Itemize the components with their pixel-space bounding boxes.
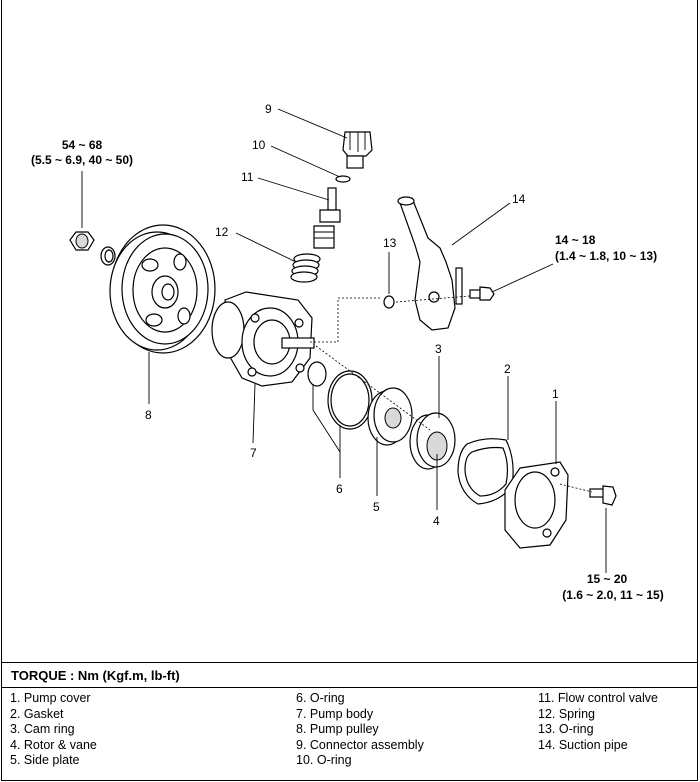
leader-6 xyxy=(312,384,341,454)
side-plate xyxy=(367,387,413,446)
legend-item: 10. O-ring xyxy=(296,753,352,768)
pump-pulley xyxy=(109,224,216,354)
legend-item: 4. Rotor & vane xyxy=(10,737,97,752)
legend-item: 13. O-ring xyxy=(538,722,594,737)
callout-11: 11 xyxy=(241,170,254,184)
o-ring-13 xyxy=(383,295,395,309)
gasket xyxy=(457,438,514,505)
callout-3: 3 xyxy=(435,342,442,356)
leader-7 xyxy=(252,383,256,444)
suction-bolt xyxy=(469,286,495,301)
torque-cover-line2: (1.6 ~ 2.0, 11 ~ 15) xyxy=(562,588,663,602)
callout-2: 2 xyxy=(504,362,511,376)
legend-item: 8. Pump pulley xyxy=(296,722,379,737)
leader-suction-bolt xyxy=(491,263,554,293)
torque-suction-line2: (1.4 ~ 1.8, 10 ~ 13) xyxy=(555,249,657,263)
callout-9: 9 xyxy=(265,102,272,116)
callout-10: 10 xyxy=(252,138,266,152)
torque-pulley-line2: (5.5 ~ 6.9, 40 ~ 50) xyxy=(31,153,133,167)
legend-item: 6. O-ring xyxy=(296,691,345,705)
legend-item: 11. Flow control valve xyxy=(538,691,658,705)
legend-column-3: 11. Flow control valve 12. Spring 13. O-… xyxy=(538,691,658,753)
parts-legend: 1. Pump cover 2. Gasket 3. Cam ring 4. R… xyxy=(0,691,700,781)
o-ring-6b-inner xyxy=(330,373,370,427)
connector-assembly xyxy=(342,131,373,169)
legend-item: 7. Pump body xyxy=(296,706,374,721)
legend-item: 5. Side plate xyxy=(10,753,80,768)
callout-4: 4 xyxy=(433,514,440,528)
legend-item: 14. Suction pipe xyxy=(538,737,628,752)
flow-control-valve xyxy=(313,187,341,249)
leader-11 xyxy=(257,177,330,201)
suction-pipe xyxy=(397,196,463,331)
leader-10 xyxy=(270,145,341,178)
torque-pulley-line1: 54 ~ 68 xyxy=(62,138,103,152)
leader-14 xyxy=(451,202,511,246)
callout-7: 7 xyxy=(250,446,257,460)
callout-5: 5 xyxy=(373,500,380,514)
callout-8: 8 xyxy=(145,408,152,422)
leader-9 xyxy=(277,108,348,139)
callout-6: 6 xyxy=(336,482,343,496)
legend-item: 3. Cam ring xyxy=(10,722,75,737)
cam-ring xyxy=(409,412,456,470)
exploded-diagram: 9 10 11 12 13 14 8 7 6 5 4 3 2 1 54 ~ 68… xyxy=(31,102,664,602)
legend-item: 9. Connector assembly xyxy=(296,737,424,752)
torque-cover-line1: 15 ~ 20 xyxy=(587,572,628,586)
torque-heading: TORQUE : Nm (Kgf.m, lb-ft) xyxy=(11,668,180,683)
pulley-nut xyxy=(69,231,95,251)
callout-14: 14 xyxy=(512,192,526,206)
torque-heading-bar: TORQUE : Nm (Kgf.m, lb-ft) xyxy=(1,662,698,688)
leader-12 xyxy=(235,232,297,263)
callout-13: 13 xyxy=(383,236,397,250)
legend-item: 1. Pump cover xyxy=(10,691,91,705)
legend-item: 2. Gasket xyxy=(10,706,64,721)
callout-1: 1 xyxy=(552,387,559,401)
pump-cover xyxy=(504,461,569,549)
legend-item: 12. Spring xyxy=(538,706,595,721)
cover-bolt xyxy=(589,485,617,506)
pump-body xyxy=(211,291,315,387)
legend-column-2: 6. O-ring 7. Pump body 8. Pump pulley 9.… xyxy=(296,691,424,769)
spring xyxy=(290,253,321,283)
o-ring-10 xyxy=(335,175,351,183)
callout-12: 12 xyxy=(215,225,229,239)
legend-column-1: 1. Pump cover 2. Gasket 3. Cam ring 4. R… xyxy=(10,691,97,769)
torque-suction-line1: 14 ~ 18 xyxy=(555,233,596,247)
pulley-washer xyxy=(100,246,116,266)
o-ring-6a xyxy=(307,361,327,387)
